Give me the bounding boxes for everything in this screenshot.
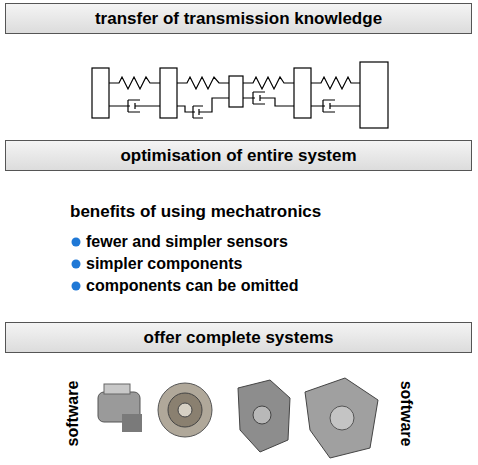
band-title: offer complete systems [144, 328, 334, 348]
bullet-dots [72, 238, 81, 291]
band-title: transfer of transmission knowledge [95, 9, 382, 29]
component-photos [98, 378, 378, 458]
bullet-text: components can be omitted [86, 276, 298, 295]
section-heading: benefits of using mechatronics [70, 202, 321, 222]
spring-mass-damper [92, 62, 388, 128]
heading-band: offer complete systems [5, 322, 472, 353]
bullet-text: simpler components [86, 254, 242, 273]
vertical-label: software [63, 381, 82, 447]
band-title: optimisation of entire system [120, 146, 356, 166]
heading-band: optimisation of entire system [5, 140, 472, 171]
vertical-label: software [397, 381, 416, 447]
heading-band: transfer of transmission knowledge [5, 3, 472, 34]
bullet-text: fewer and simpler sensors [86, 232, 288, 251]
